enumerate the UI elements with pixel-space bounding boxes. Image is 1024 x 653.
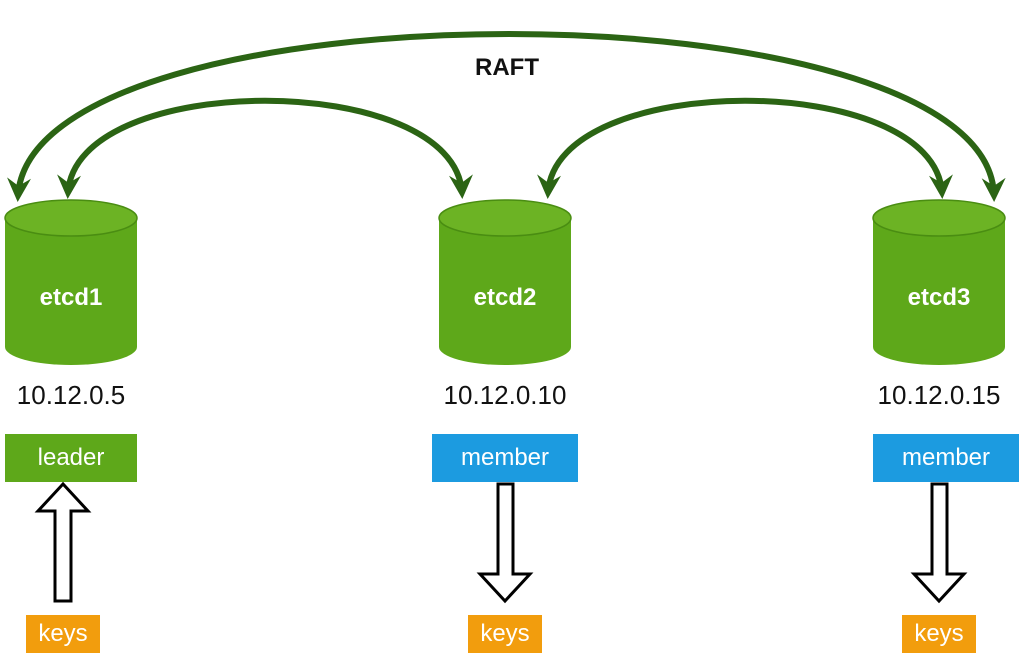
etcd1-database-icon [4, 199, 138, 365]
etcd2-database-icon [438, 199, 572, 365]
etcd2-role-box [432, 434, 578, 482]
raft-arc-etcd1-etcd2 [57, 97, 473, 199]
keys-to-etcd1-arrow [34, 481, 92, 603]
etcd2-ip: 10.12.0.10 [443, 380, 567, 410]
etcd1-role-box [5, 434, 137, 482]
etcd2-keys-label: keys [468, 615, 542, 653]
etcd2-label: etcd2 [473, 284, 537, 311]
etcd2-to-keys-arrow [476, 482, 534, 604]
etcd2-role-label: member [460, 444, 550, 471]
etcd3-role-box [873, 434, 1019, 482]
etcd1-keys-label: keys [26, 615, 100, 653]
raft-arc-etcd1-etcd3 [7, 31, 1006, 202]
etcd3-keys-label: keys [902, 615, 976, 653]
etcd3-to-keys-arrow [910, 482, 968, 604]
etcd1-ip: 10.12.0.5 [16, 380, 126, 410]
etcd3-ip: 10.12.0.15 [877, 380, 1001, 410]
etcd3-label: etcd3 [907, 284, 971, 311]
diagram-title: RAFT [475, 54, 539, 81]
raft-arc-etcd2-etcd3 [537, 97, 953, 199]
etcd3-role-label: member [901, 444, 991, 471]
etcd1-role-label: leader [37, 444, 105, 471]
etcd3-database-icon [872, 199, 1006, 365]
etcd1-label: etcd1 [39, 284, 103, 311]
